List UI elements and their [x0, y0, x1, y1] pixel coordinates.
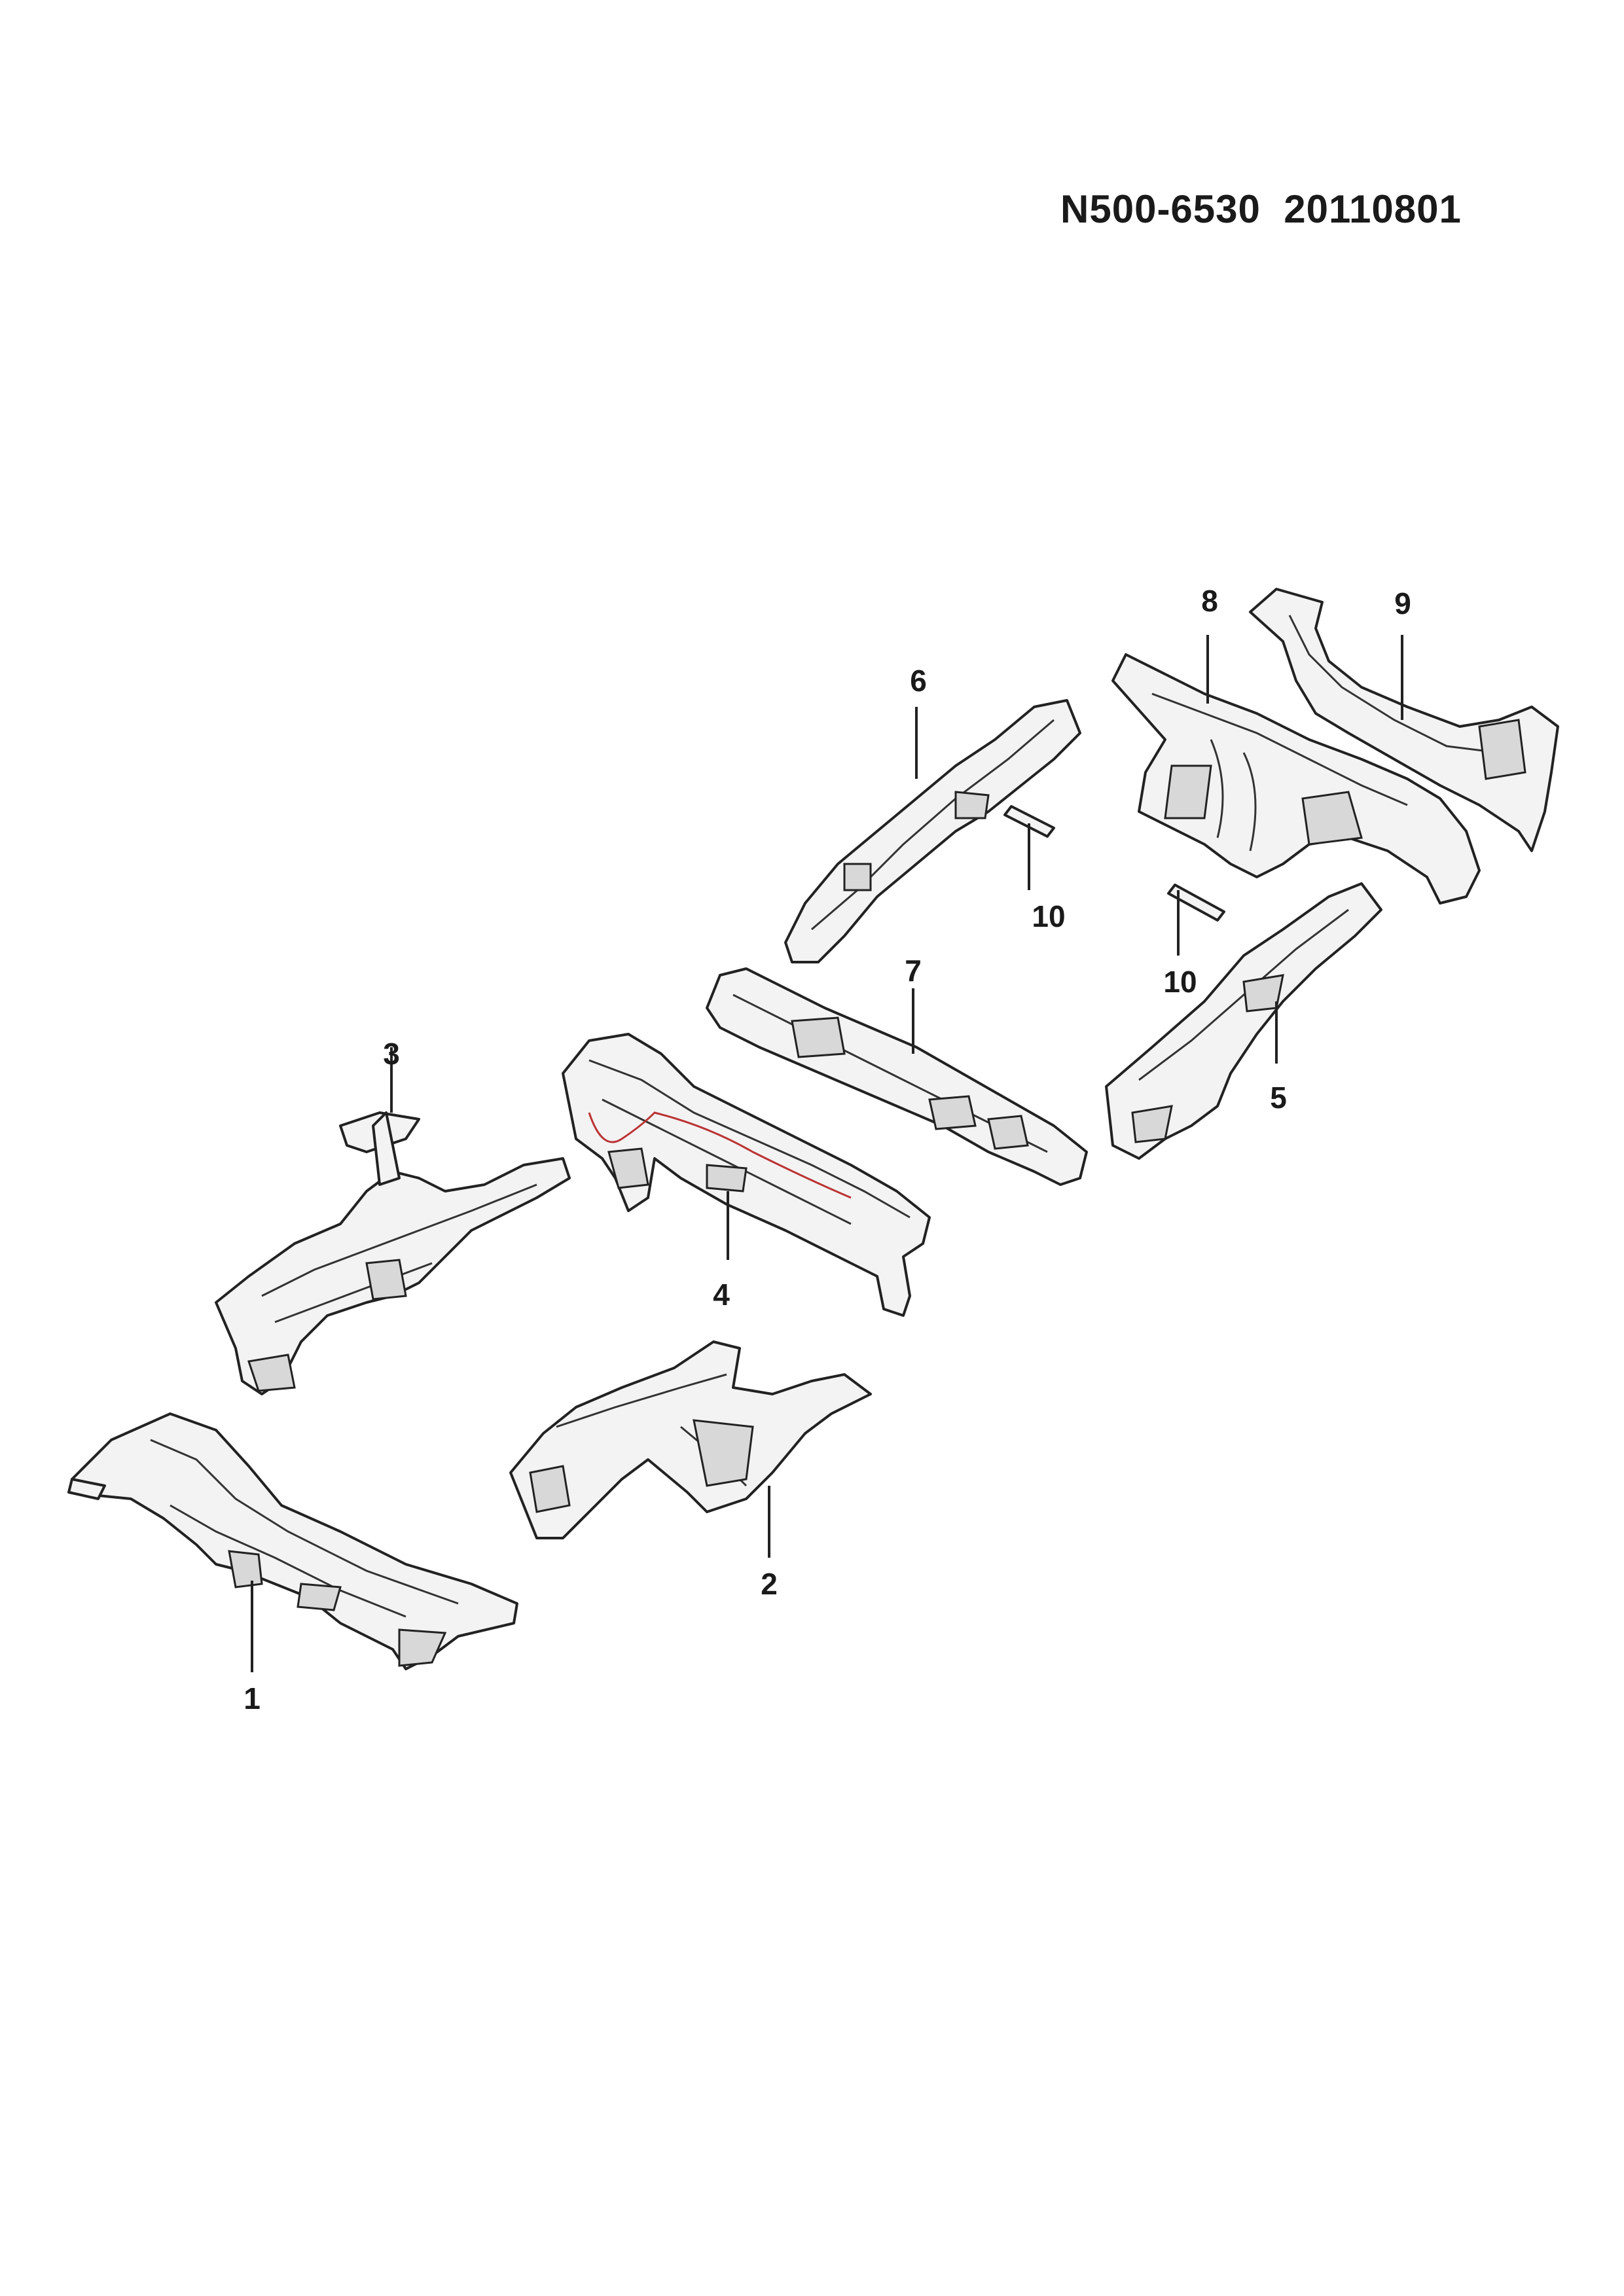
callout-9: 9 [1394, 586, 1411, 620]
document-code: N500-6530 20110801 [1060, 187, 1462, 231]
callout-8: 8 [1201, 584, 1218, 618]
part-7-middle-crossmember [706, 967, 1088, 1186]
part-3-front-crossmember [215, 1111, 571, 1395]
part-4-center-member [562, 1033, 931, 1317]
part-2-side-member [509, 1340, 872, 1539]
part-10-pin-b [1167, 884, 1225, 922]
part-1-front-rail [67, 1412, 518, 1670]
part-10-pin-a [1003, 805, 1055, 838]
callout-5: 5 [1270, 1081, 1287, 1115]
callout-10b: 10 [1163, 965, 1197, 999]
part-8-rear-floor-member [1111, 653, 1481, 905]
part-9-rear-end-member [1249, 588, 1559, 852]
callout-2: 2 [761, 1567, 778, 1601]
callout-1: 1 [244, 1681, 261, 1715]
callout-4: 4 [713, 1278, 730, 1312]
callout-6: 6 [910, 664, 927, 698]
part-6-rear-side-member [784, 699, 1081, 963]
callout-7: 7 [905, 954, 922, 988]
callout-3: 3 [383, 1037, 400, 1071]
part-5-rear-side-member [1105, 882, 1382, 1160]
callout-10a: 10 [1032, 899, 1066, 933]
